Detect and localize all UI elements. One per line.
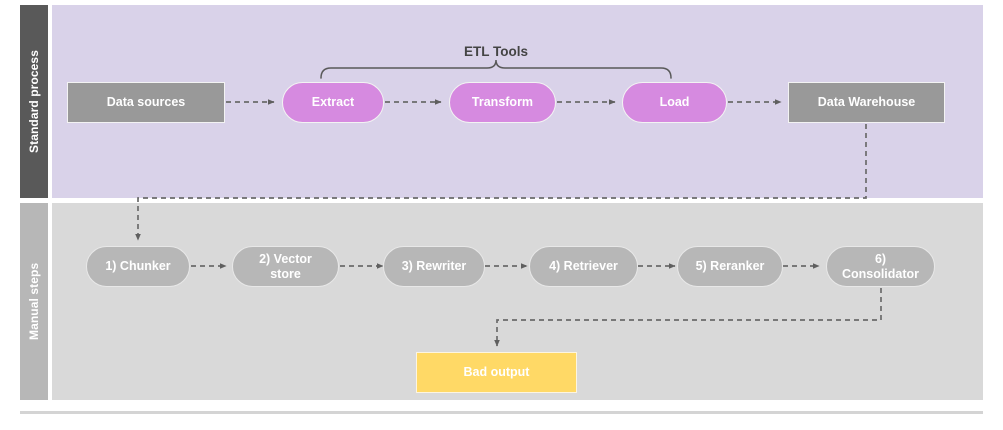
node-load[interactable]: Load [622,82,727,123]
node-consolidator[interactable]: 6)Consolidator [826,246,935,287]
node-chunker[interactable]: 1) Chunker [86,246,190,287]
lane-label-manual-steps: Manual steps [20,203,48,400]
lane-label-standard-process: Standard process [20,5,48,198]
etl-tools-label: ETL Tools [464,44,528,59]
node-rewriter[interactable]: 3) Rewriter [383,246,485,287]
node-data-warehouse[interactable]: Data Warehouse [788,82,945,123]
bottom-divider [20,411,983,414]
node-transform[interactable]: Transform [449,82,556,123]
node-reranker[interactable]: 5) Reranker [677,246,783,287]
node-data-sources[interactable]: Data sources [67,82,225,123]
node-bad-output[interactable]: Bad output [416,352,577,393]
node-retriever[interactable]: 4) Retriever [529,246,638,287]
node-extract[interactable]: Extract [282,82,384,123]
